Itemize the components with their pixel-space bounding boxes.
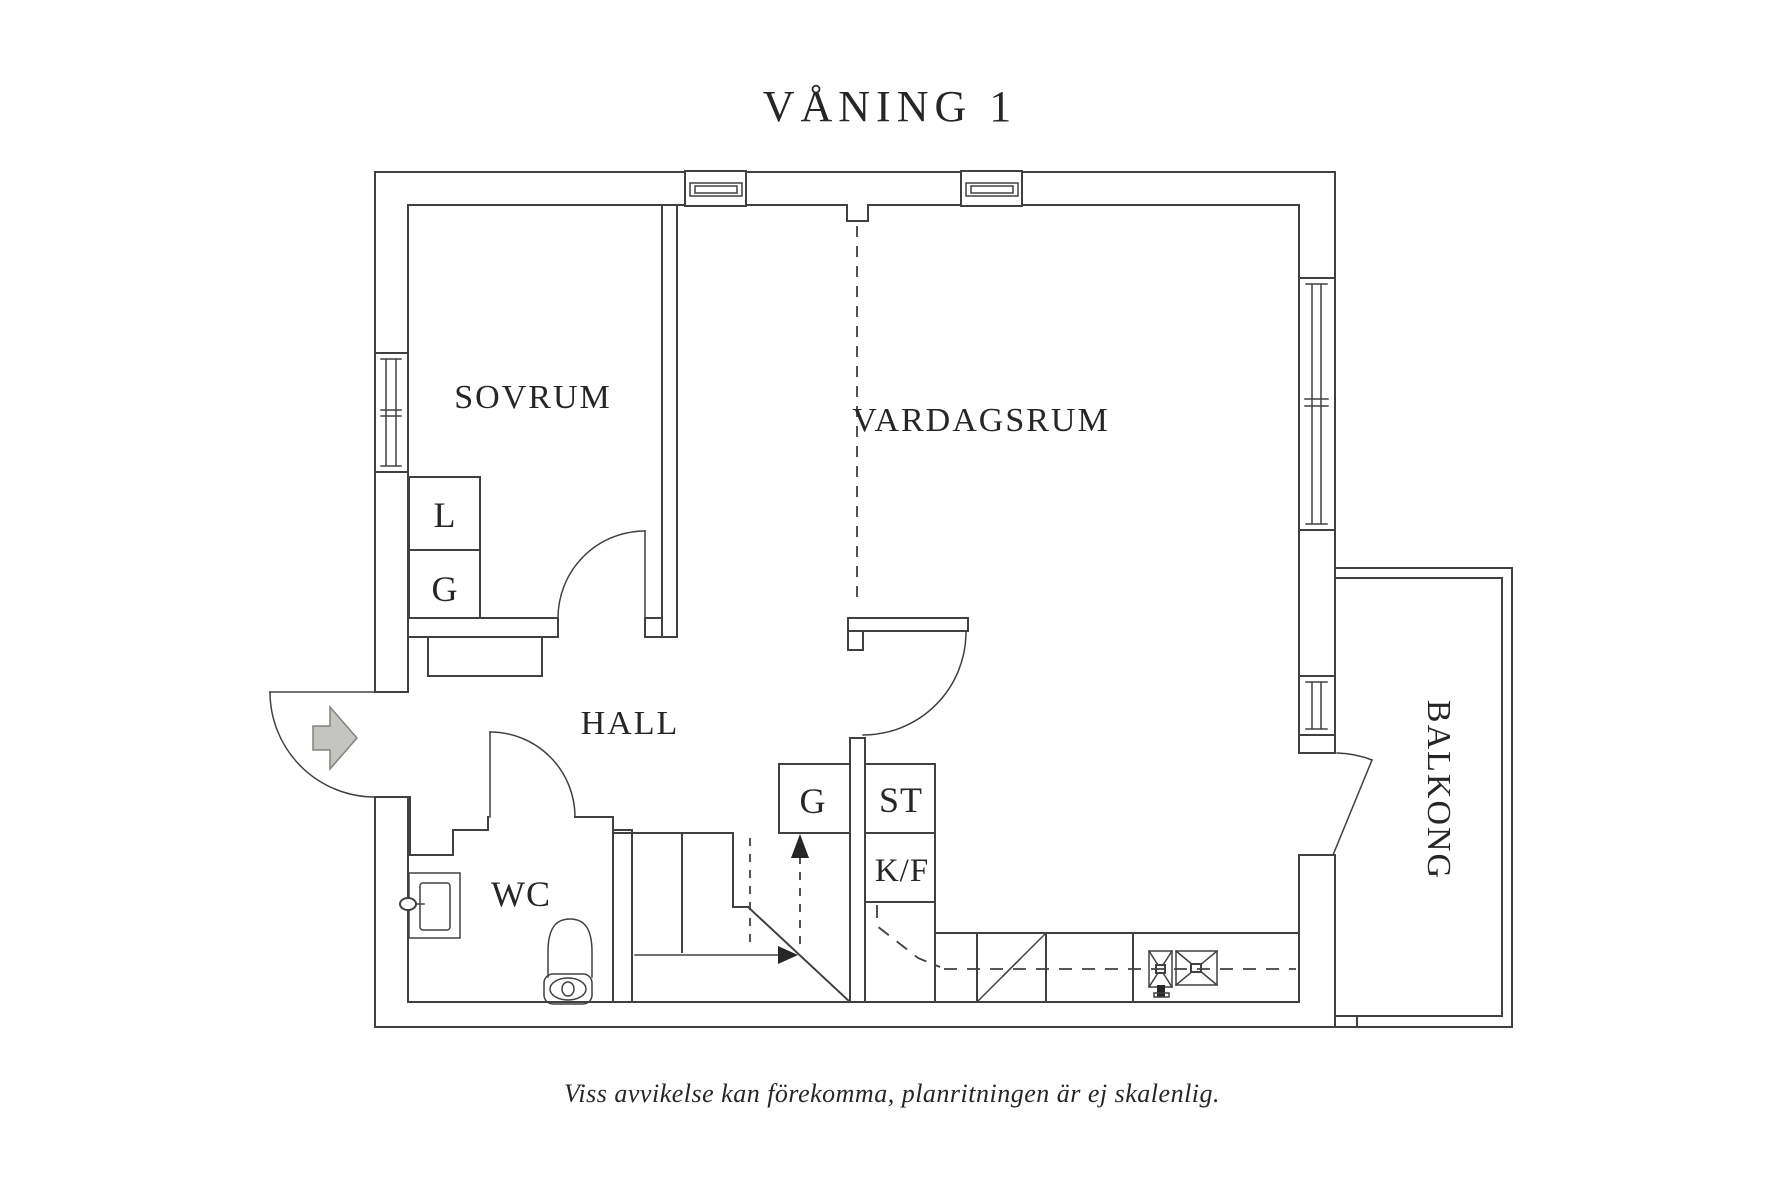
kitchen-counter — [934, 901, 1300, 1003]
livingroom-window-large-icon — [1298, 277, 1336, 531]
bedroom-door-arc — [557, 530, 646, 619]
toilet-icon — [543, 918, 593, 1005]
room-label-bedroom: SOVRUM — [454, 379, 611, 416]
wc-walls — [409, 796, 633, 1003]
room-label-balcony: BALKONG — [1420, 700, 1457, 880]
closet-label-kf: K/F — [875, 853, 929, 889]
hall-shelf — [427, 636, 543, 677]
bedroom-wardrobes — [408, 476, 543, 677]
livingroom-door-arc — [862, 631, 967, 736]
kitchen-sink-icon — [1147, 949, 1219, 998]
dishwasher-icon — [975, 931, 1048, 1004]
stairs — [612, 832, 852, 1004]
closet-label-g-hall: G — [800, 781, 827, 821]
room-label-living: VARDAGSRUM — [852, 402, 1109, 439]
disclaimer-note: Viss avvikelse kan förekomma, planritnin… — [564, 1079, 1220, 1108]
room-label-hall: HALL — [581, 705, 680, 742]
room-label-wc: WC — [491, 874, 551, 914]
stair-arrow-down-icon — [778, 946, 798, 964]
closet-label-st: ST — [879, 780, 923, 820]
entrance-arrow-icon — [312, 704, 358, 772]
bedroom-window-icon — [374, 352, 409, 473]
top-vent-window-icon — [684, 170, 1023, 207]
stair-arrow-up-icon — [791, 834, 809, 858]
page-title: VÅNING 1 — [763, 82, 1018, 131]
wc-sink-icon — [399, 872, 461, 939]
closet-label-l: L — [434, 495, 457, 535]
closet-label-g-bedroom: G — [432, 569, 459, 609]
room-divider-dashed-line — [846, 204, 869, 605]
wc-door-arc — [489, 731, 576, 818]
kitchen-dashed-workline — [876, 905, 1296, 970]
balcony-door-arc — [1332, 752, 1373, 856]
hall-closets — [778, 763, 936, 903]
balcony — [1334, 567, 1513, 1028]
entrance-door-arc — [269, 691, 376, 798]
livingroom-window-small-icon — [1298, 675, 1336, 736]
